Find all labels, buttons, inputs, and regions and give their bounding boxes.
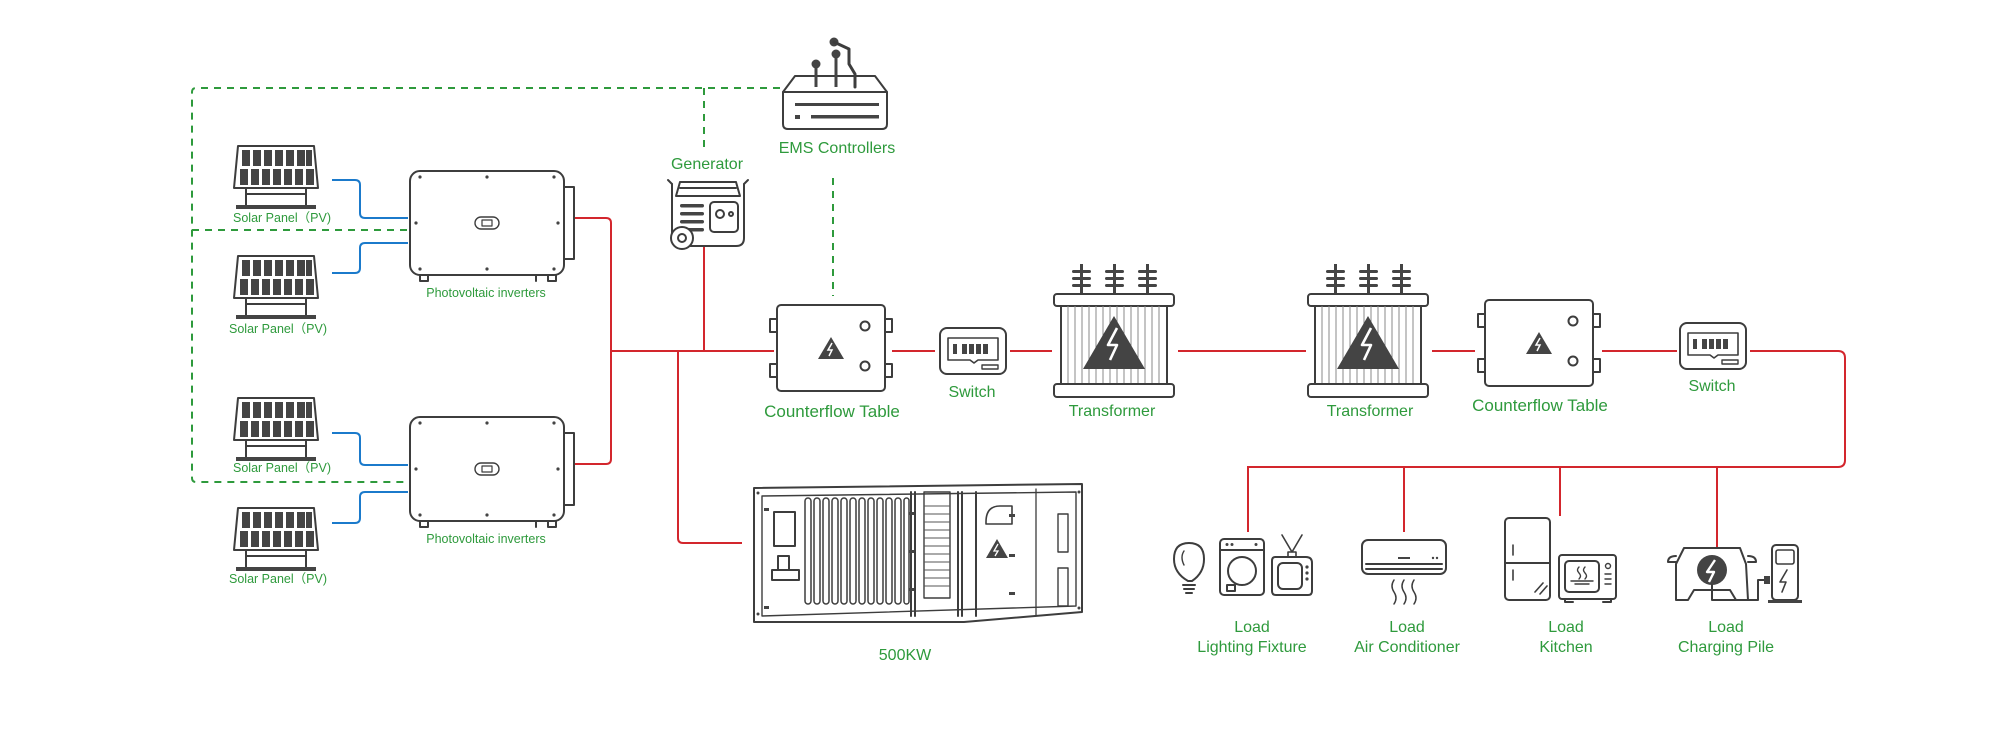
energy-storage-cabinet-icon	[753, 483, 1083, 623]
generator-label: Generator	[670, 156, 744, 173]
transformer-1	[1052, 262, 1176, 399]
solar-panel-icon	[233, 145, 319, 210]
generator-icon	[667, 179, 749, 250]
transformer1-label: Transformer	[1068, 403, 1156, 420]
air-conditioner-icon	[1361, 539, 1447, 605]
pv1-label: Solar Panel（PV)	[233, 211, 331, 225]
solar-panel-3	[233, 397, 319, 462]
ev-charging-icon	[1667, 544, 1802, 603]
switch-1	[939, 327, 1007, 375]
pv-inverter-2	[409, 416, 575, 528]
ac-wires	[574, 217, 1846, 547]
control-lines	[191, 87, 834, 483]
counterflow-table-icon	[1477, 299, 1601, 387]
counterflow1-label: Counterflow Table	[764, 402, 900, 421]
load-ac-title: Load	[1389, 619, 1425, 636]
switch2-label: Switch	[1688, 378, 1736, 395]
inverter-icon	[409, 416, 575, 528]
solar-panel-icon	[233, 397, 319, 462]
pv2-label: Solar Panel（PV)	[229, 322, 327, 336]
transformer-icon	[1052, 262, 1176, 399]
ems-controller-icon	[782, 37, 888, 130]
inverter-icon	[409, 170, 575, 282]
storage-label: 500KW	[878, 647, 932, 664]
load-kitchen-label: Load Kitchen	[1539, 618, 1592, 658]
load-lighting-title: Load	[1234, 619, 1270, 636]
switch-2	[1679, 322, 1747, 370]
load-kitchen-name: Kitchen	[1539, 639, 1593, 656]
load-lighting-name: Lighting Fixture	[1197, 639, 1307, 656]
solar-panel-icon	[233, 507, 319, 572]
pv3-label: Solar Panel（PV)	[233, 461, 331, 475]
inverter1-label: Photovoltaic inverters	[426, 286, 546, 300]
counterflow-table-icon	[769, 304, 893, 392]
kitchen-appliances-icon	[1504, 517, 1617, 603]
dc-wires	[332, 179, 408, 524]
pv-inverter-1	[409, 170, 575, 282]
transformer-icon	[1306, 262, 1430, 399]
inverter2-label: Photovoltaic inverters	[426, 532, 546, 546]
load-charging-name: Charging Pile	[1677, 639, 1775, 656]
solar-panel-icon	[233, 255, 319, 320]
load-kitchen-title: Load	[1548, 619, 1584, 636]
load-ac-name: Air Conditioner	[1354, 639, 1460, 656]
load-charging-label: Load Charging Pile	[1678, 618, 1774, 658]
solar-panel-2	[233, 255, 319, 320]
solar-panel-1	[233, 145, 319, 210]
switch-icon	[939, 327, 1007, 375]
switch1-label: Switch	[948, 384, 996, 401]
counterflow-table-1	[769, 304, 893, 392]
counterflow2-label: Counterflow Table	[1472, 396, 1608, 415]
switch-icon	[1679, 322, 1747, 370]
lighting-appliances-icon	[1173, 534, 1313, 596]
transformer2-label: Transformer	[1326, 403, 1414, 420]
counterflow-table-2	[1477, 299, 1601, 387]
transformer-2	[1306, 262, 1430, 399]
load-ac-label: Load Air Conditioner	[1354, 618, 1460, 658]
load-charging-title: Load	[1708, 619, 1744, 636]
pv4-label: Solar Panel（PV)	[229, 572, 327, 586]
ems-label: EMS Controllers	[778, 140, 896, 157]
load-lighting-label: Load Lighting Fixture	[1197, 618, 1306, 658]
solar-panel-4	[233, 507, 319, 572]
